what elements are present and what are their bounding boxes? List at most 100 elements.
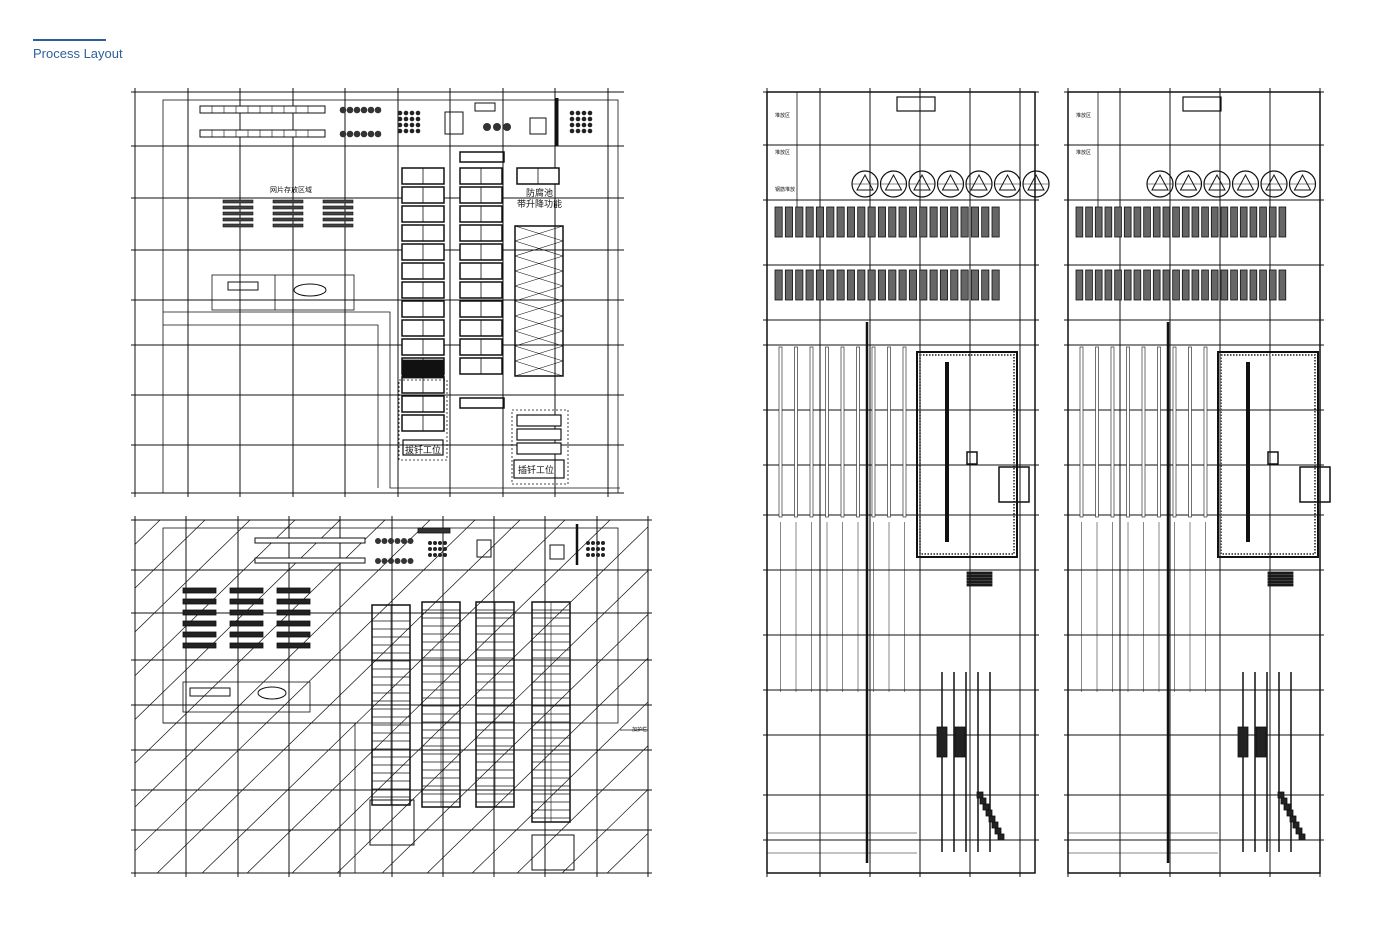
- plant-outline: [1067, 91, 1321, 874]
- coil: [587, 122, 593, 128]
- pipe-line: [840, 346, 845, 518]
- pipe-line: [1172, 346, 1177, 518]
- mold-unit: [1143, 206, 1151, 238]
- mold-unit: [1133, 206, 1142, 238]
- mold-unit: [795, 269, 804, 301]
- cad-line: [514, 315, 564, 332]
- reel: [401, 538, 407, 544]
- mold-unit: [981, 206, 990, 238]
- mold-unit: [1220, 206, 1229, 238]
- coil: [601, 553, 605, 557]
- cad-line: [514, 285, 564, 302]
- mold-unit: [1085, 269, 1093, 301]
- pipe-line: [809, 346, 814, 518]
- mold-unit: [846, 269, 855, 301]
- coil: [575, 128, 581, 134]
- coil: [591, 553, 595, 557]
- mold-unit: [1143, 269, 1151, 301]
- cad-line: [514, 240, 564, 257]
- curing-rack: [516, 428, 562, 441]
- mold-unit: [919, 206, 928, 238]
- coil: [587, 116, 593, 122]
- mesh-stack: [229, 587, 264, 594]
- lifting-label: 带升降功能: [517, 198, 562, 210]
- mold-unit: [1239, 269, 1248, 301]
- mesh-storage-label: 网片存放区域: [270, 185, 312, 194]
- coil: [586, 541, 590, 545]
- device: [994, 827, 1002, 835]
- hatch-line: [135, 520, 386, 764]
- cad-line: [514, 345, 564, 362]
- hatch-line: [336, 570, 648, 873]
- machine: [1299, 466, 1331, 503]
- mold-unit: [1249, 269, 1258, 301]
- coil: [575, 110, 581, 116]
- rotary-table-arm: [1179, 173, 1198, 191]
- device: [1286, 809, 1294, 817]
- plant-outline: [766, 91, 1036, 874]
- mold-unit: [1162, 206, 1171, 238]
- mold-unit: [1085, 206, 1093, 238]
- walkway: [163, 722, 356, 873]
- coil: [569, 128, 575, 134]
- reel: [388, 538, 394, 544]
- mesh-stack: [229, 598, 264, 605]
- mold-unit: [1230, 269, 1238, 301]
- hatch-group: [135, 520, 1195, 880]
- insert-station-box: [513, 459, 565, 479]
- mesh-stack: [222, 199, 254, 204]
- mold-unit: [1191, 269, 1200, 301]
- hatch-line: [780, 520, 1150, 880]
- rack: [1267, 571, 1294, 575]
- conveyor: [199, 129, 326, 138]
- insert-station-zone: [511, 409, 569, 485]
- coil: [569, 122, 575, 128]
- mold-unit: [929, 269, 938, 301]
- mold-unit: [1239, 206, 1248, 238]
- mesh-stack: [222, 217, 254, 222]
- reel: [401, 558, 407, 564]
- device: [1298, 833, 1306, 841]
- pipe-line: [1110, 346, 1115, 518]
- mesh-stack: [272, 217, 304, 222]
- coil: [575, 122, 581, 128]
- rotary-table-arm: [1151, 173, 1169, 191]
- mold-unit: [991, 206, 1000, 238]
- device: [991, 821, 999, 829]
- rotary-table-arm: [941, 173, 960, 191]
- hatch-line: [645, 520, 1015, 880]
- mold-unit: [1094, 206, 1103, 238]
- coil: [587, 128, 593, 134]
- mold-unit: [1268, 206, 1277, 238]
- rotary-table-arm: [998, 173, 1017, 191]
- coil: [591, 547, 595, 551]
- device: [1283, 803, 1291, 811]
- rotary-table-arm: [884, 173, 903, 191]
- pipe-line: [887, 346, 891, 518]
- mold-unit: [1152, 269, 1161, 301]
- conveyor: [199, 105, 326, 114]
- coil: [397, 122, 403, 128]
- drawing-bottom-left: [131, 516, 1195, 880]
- reel: [374, 130, 382, 138]
- conveyor: [254, 537, 366, 544]
- table: [227, 281, 259, 291]
- meeting-table: [293, 283, 327, 297]
- pipe-line: [1079, 346, 1084, 518]
- mold-unit: [908, 269, 917, 301]
- mesh-stack: [276, 620, 311, 627]
- mold-unit: [815, 269, 824, 301]
- mold-unit: [1152, 206, 1161, 238]
- mold-unit: [1201, 269, 1209, 301]
- table: [189, 687, 231, 697]
- hatch-line: [825, 520, 1195, 880]
- reel: [339, 106, 347, 114]
- machine: [476, 539, 492, 558]
- mold-unit: [1114, 206, 1122, 238]
- coil: [415, 116, 421, 122]
- mold-unit: [774, 269, 783, 301]
- coil: [596, 541, 600, 545]
- mesh-stack: [272, 211, 304, 216]
